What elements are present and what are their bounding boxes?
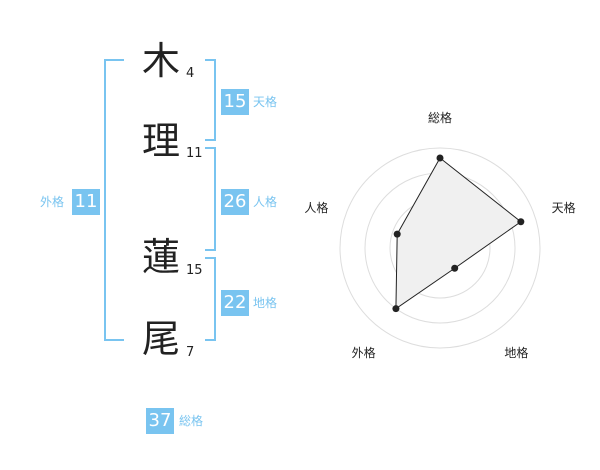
stroke-count-4: 7: [186, 345, 195, 360]
radar-point-0: [436, 154, 444, 162]
radar-points: [392, 154, 525, 313]
soukaku-label: 総格: [179, 414, 204, 428]
name-char-1: 木: [141, 39, 180, 83]
stroke-count-3: 15: [186, 263, 203, 278]
radar-point-1: [517, 218, 525, 226]
radar-ring-4: [339, 147, 541, 349]
gaikaku-value: 11: [72, 189, 100, 215]
gaikaku-label: 外格: [40, 195, 65, 209]
radar-polygon: [395, 157, 522, 310]
radar-axis-label-4: 人格: [304, 200, 328, 215]
radar-axis-label-3: 外格: [352, 345, 376, 360]
stroke-count-1: 4: [186, 66, 195, 81]
radar-axis-label-0: 総格: [428, 110, 452, 125]
radar-point-2: [451, 264, 459, 272]
radar-point-3: [392, 305, 400, 313]
chikaku-value: 22: [221, 290, 249, 316]
chikaku-label: 地格: [253, 296, 278, 310]
radar-axis-label-1: 天格: [552, 200, 576, 215]
chikaku-bracket: [205, 257, 216, 341]
name-char-4: 尾: [141, 317, 180, 361]
jinkaku-bracket: [205, 147, 216, 251]
tenkaku-bracket: [205, 59, 216, 141]
tenkaku-label: 天格: [253, 95, 278, 109]
gaikaku-bracket: [104, 59, 124, 341]
stroke-count-2: 11: [186, 146, 203, 161]
name-char-2: 理: [141, 119, 180, 163]
radar-axis-label-2: 地格: [504, 345, 528, 360]
name-char-3: 蓮: [141, 235, 180, 279]
jinkaku-label: 人格: [253, 195, 278, 209]
jinkaku-value: 26: [221, 189, 249, 215]
soukaku-value: 37: [146, 408, 174, 434]
radar-point-4: [393, 230, 401, 238]
tenkaku-value: 15: [221, 89, 249, 115]
